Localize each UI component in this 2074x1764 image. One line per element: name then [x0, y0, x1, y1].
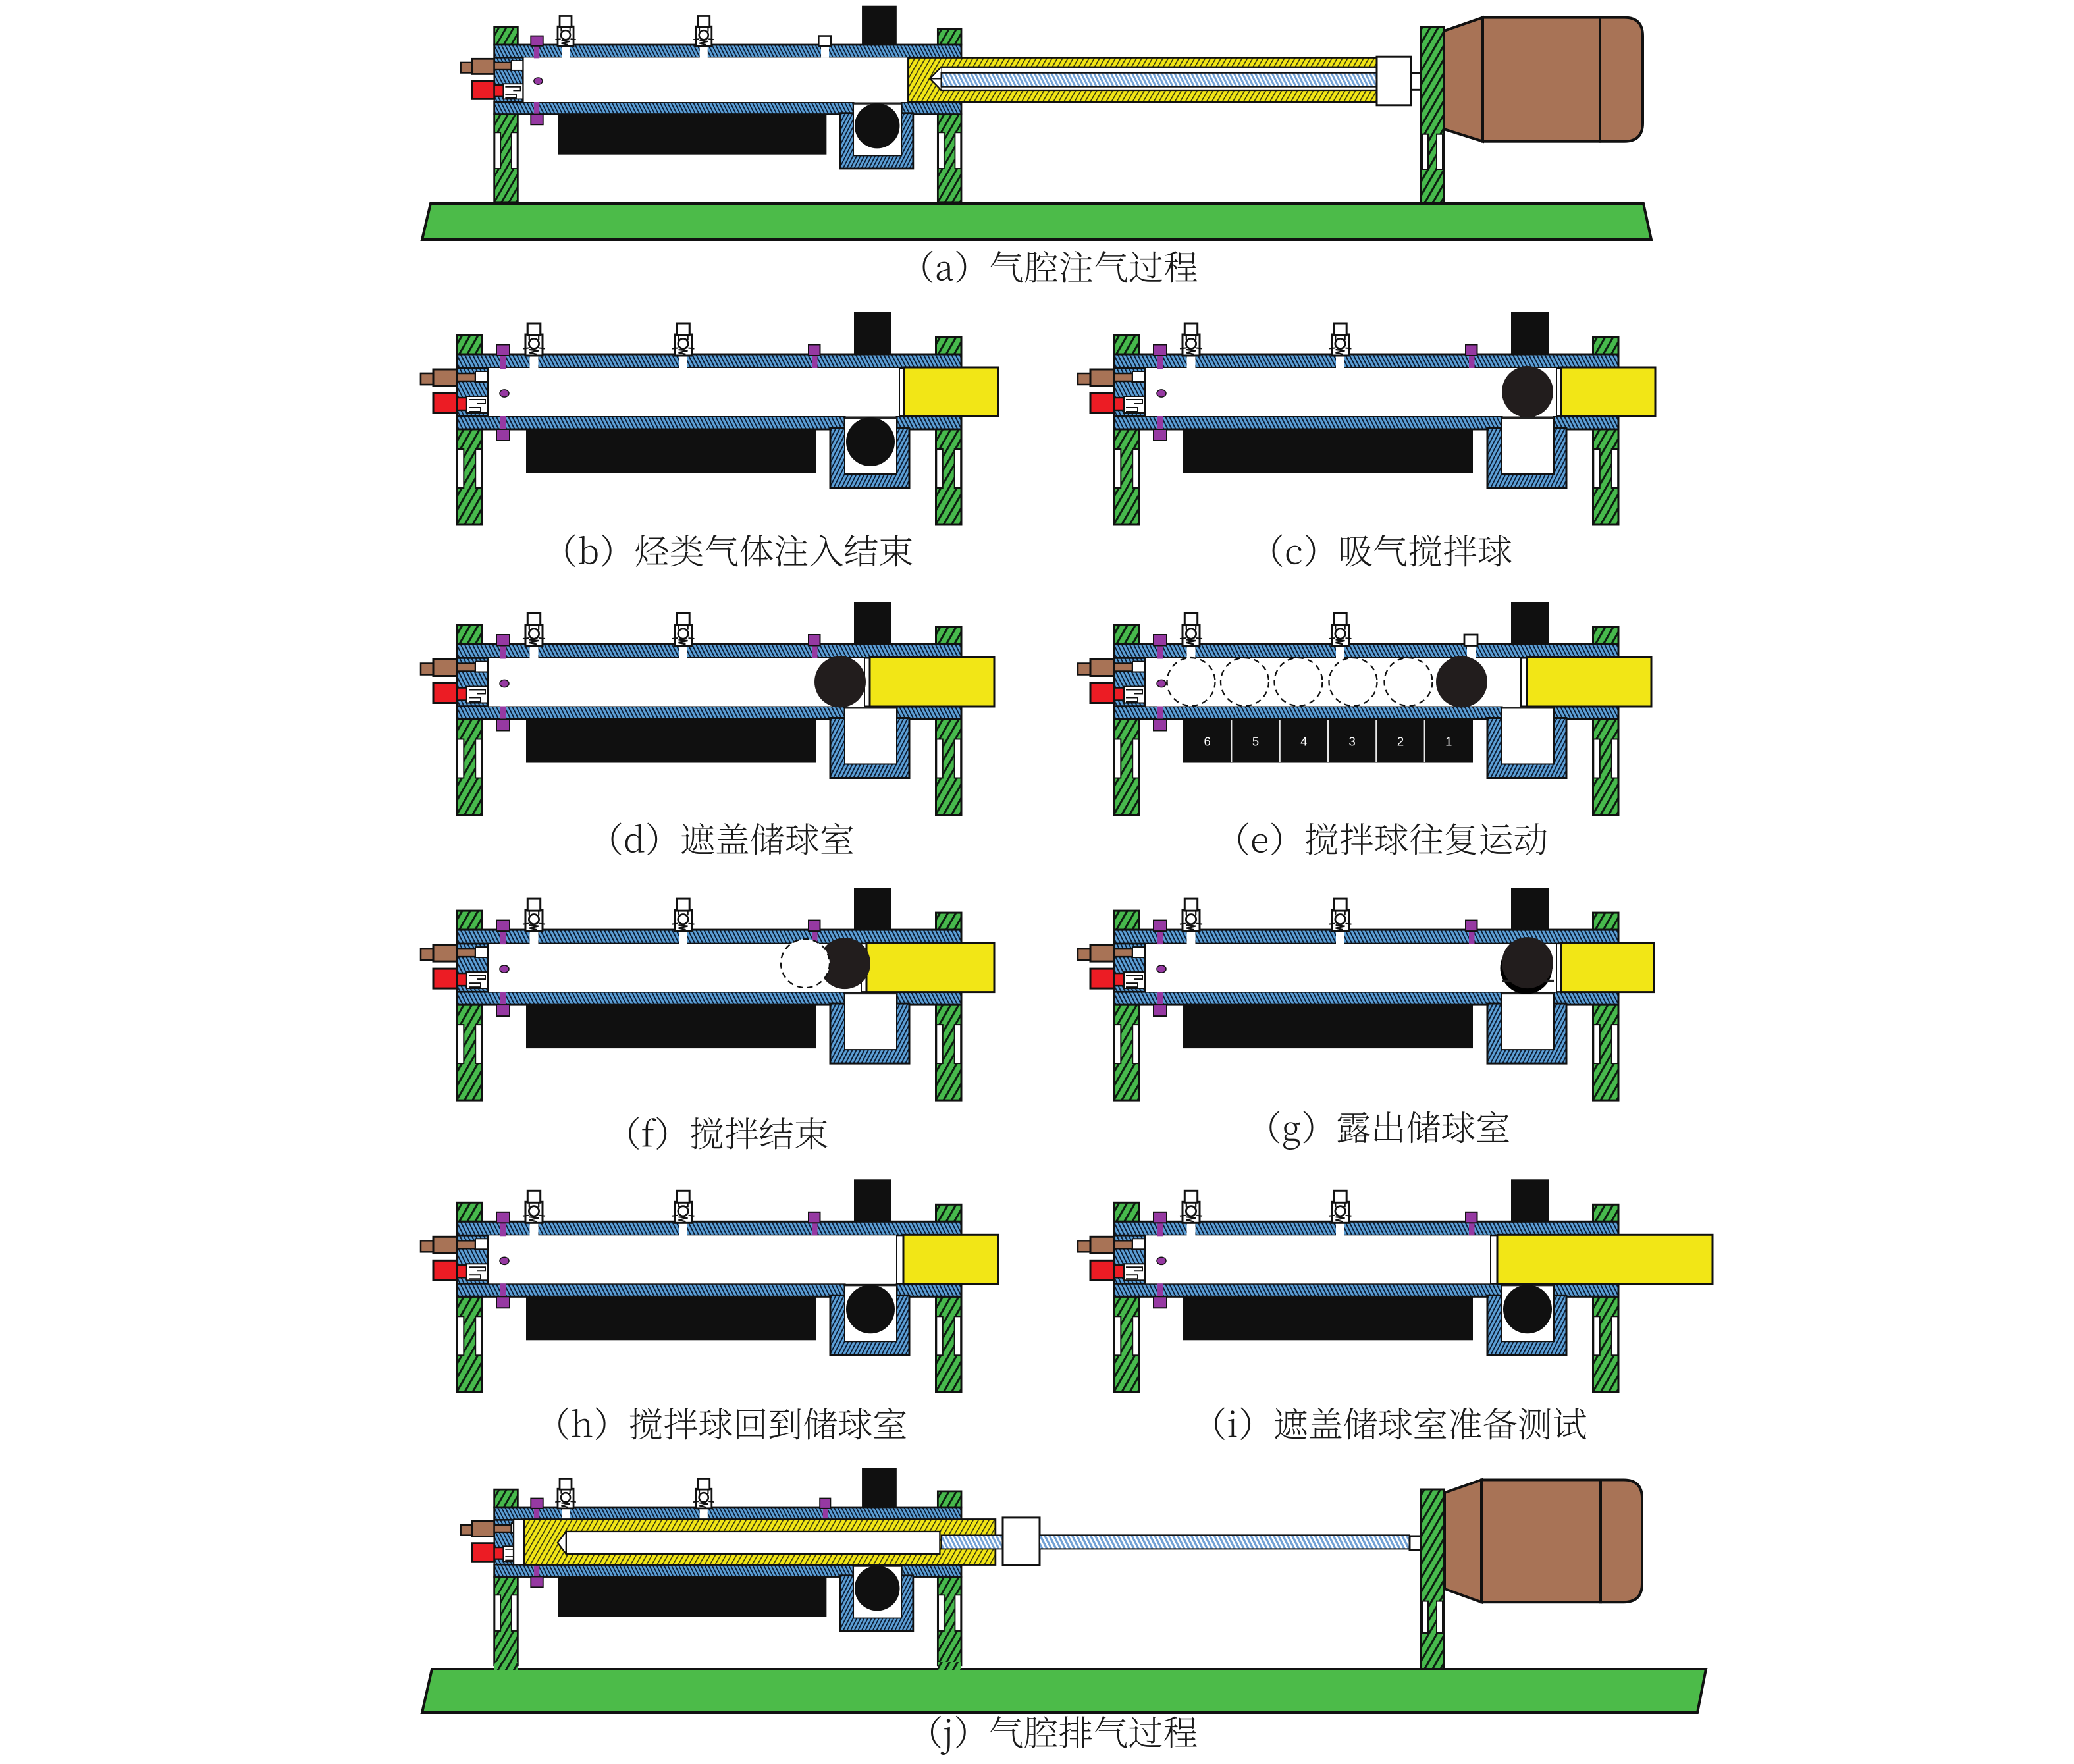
svg-text:4: 4 — [1300, 735, 1307, 749]
svg-text:2: 2 — [1397, 735, 1404, 749]
svg-text:5: 5 — [1252, 735, 1259, 749]
svg-text:6: 6 — [1204, 735, 1211, 749]
svg-text:1: 1 — [1445, 735, 1452, 749]
svg-text:3: 3 — [1349, 735, 1356, 749]
